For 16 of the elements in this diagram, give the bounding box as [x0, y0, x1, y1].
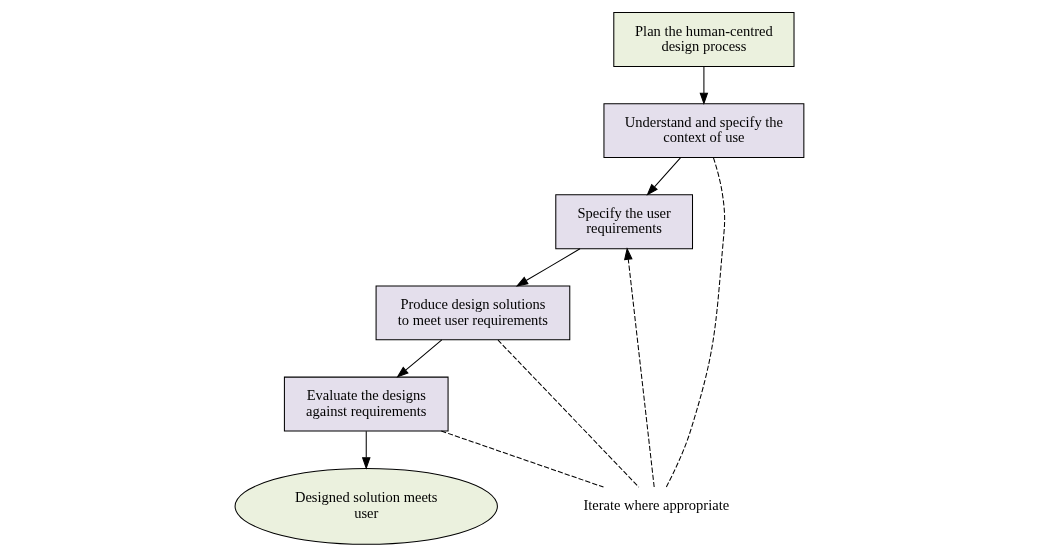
connector — [665, 157, 725, 488]
arrow — [699, 66, 708, 106]
node-box: Plan the human-centred design process — [612, 12, 795, 67]
connector — [440, 430, 604, 488]
arrow — [361, 430, 371, 470]
arrow — [395, 339, 442, 378]
arrow — [515, 248, 580, 287]
arrow — [623, 247, 655, 488]
node-ellipse: Designed solution meets user — [234, 468, 498, 545]
node-box: Produce design solutions to meet user requirements — [375, 285, 570, 341]
node-box: Evaluate the designs against requirements — [283, 376, 449, 432]
node-text: Iterate where appropriate — [582, 497, 729, 514]
node-box: Understand and specify the context of use — [602, 103, 804, 159]
node-box: Specify the user requirements — [554, 194, 693, 250]
arrow — [645, 157, 681, 196]
connector — [497, 339, 639, 488]
